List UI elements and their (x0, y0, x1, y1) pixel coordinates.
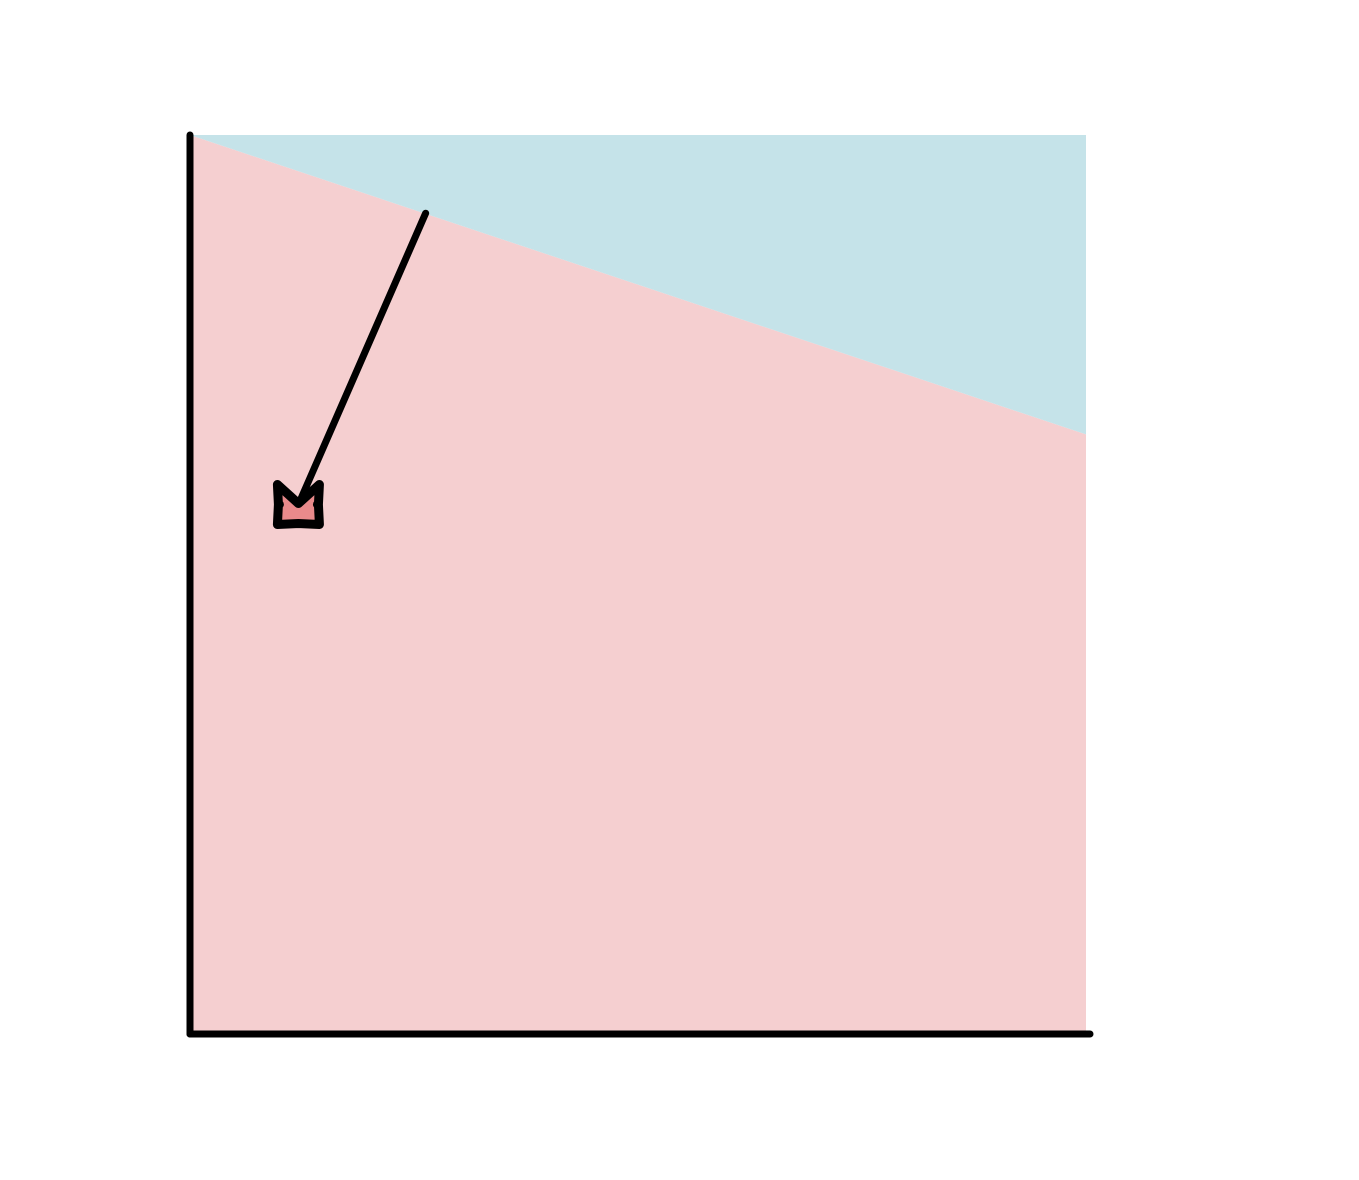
negative-region (190, 135, 1086, 1034)
x-marker-icon (272, 479, 324, 529)
plot-area (190, 135, 1086, 1034)
projection-line (294, 209, 430, 508)
positive-region (190, 135, 1086, 435)
